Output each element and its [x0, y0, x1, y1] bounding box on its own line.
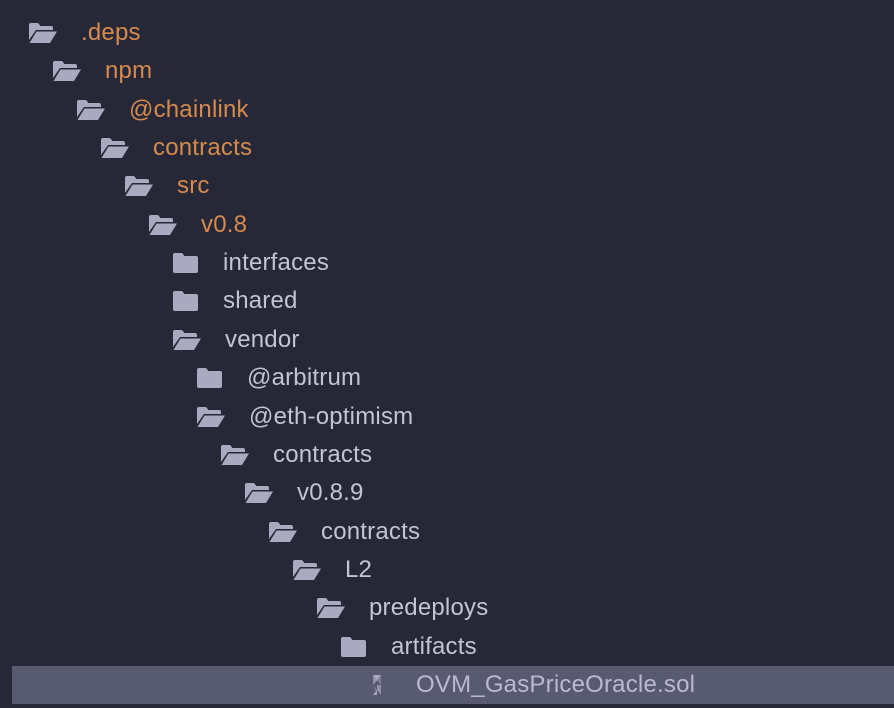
tree-item-label: L2: [345, 555, 373, 583]
tree-folder-item[interactable]: contracts: [0, 129, 894, 167]
tree-folder-item[interactable]: predeploys: [0, 589, 894, 627]
folder-open-icon: [148, 214, 178, 236]
tree-item-label: src: [177, 172, 210, 200]
tree-file-item[interactable]: OVM_GasPriceOracle.sol: [12, 665, 894, 704]
folder-open-icon: [316, 597, 346, 619]
tree-item-label: OVM_GasPriceOracle.sol: [416, 670, 696, 698]
tree-folder-item[interactable]: artifacts: [0, 628, 894, 666]
folder-open-icon: [124, 175, 154, 197]
tree-folder-item[interactable]: v0.8.9: [0, 474, 894, 512]
folder-open-icon: [28, 22, 58, 44]
tree-folder-item[interactable]: contracts: [0, 513, 894, 551]
tree-folder-item[interactable]: npm: [0, 52, 894, 90]
folder-icon: [196, 367, 226, 389]
folder-open-icon: [268, 521, 298, 543]
folder-icon: [340, 636, 370, 658]
tree-folder-item[interactable]: @chainlink: [0, 91, 894, 129]
folder-icon: [172, 290, 202, 312]
folder-open-icon: [220, 444, 250, 466]
tree-item-label: shared: [223, 287, 298, 315]
tree-item-label: artifacts: [391, 632, 477, 660]
folder-icon: [172, 252, 202, 274]
tree-folder-item[interactable]: contracts: [0, 436, 894, 474]
tree-folder-item[interactable]: @arbitrum: [0, 359, 894, 397]
folder-open-icon: [100, 137, 130, 159]
tree-item-label: contracts: [153, 134, 253, 162]
folder-open-icon: [244, 482, 274, 504]
tree-folder-item[interactable]: v0.8: [0, 206, 894, 244]
tree-item-label: contracts: [321, 517, 421, 545]
tree-item-label: v0.8.9: [297, 479, 364, 507]
tree-folder-item[interactable]: interfaces: [0, 244, 894, 282]
tree-folder-item[interactable]: @eth-optimism: [0, 398, 894, 436]
tree-item-label: @arbitrum: [247, 364, 362, 392]
tree-item-label: @eth-optimism: [249, 402, 414, 430]
tree-item-label: vendor: [225, 325, 300, 353]
tree-folder-item[interactable]: src: [0, 167, 894, 205]
tree-folder-item[interactable]: .deps: [0, 14, 894, 52]
tree-item-label: contracts: [273, 440, 373, 468]
tree-folder-item[interactable]: shared: [0, 282, 894, 320]
folder-open-icon: [172, 329, 202, 351]
folder-open-icon: [76, 99, 106, 121]
tree-item-label: interfaces: [223, 249, 330, 277]
folder-open-icon: [196, 406, 226, 428]
solidity-file-icon: [364, 674, 394, 696]
tree-item-label: .deps: [81, 19, 141, 46]
tree-item-label: npm: [105, 57, 153, 85]
folder-open-icon: [52, 60, 82, 82]
tree-item-label: predeploys: [369, 594, 489, 622]
tree-item-label: @chainlink: [129, 95, 249, 123]
tree-folder-item[interactable]: L2: [0, 551, 894, 589]
tree-item-label: v0.8: [201, 210, 248, 238]
folder-open-icon: [292, 559, 322, 581]
tree-folder-item[interactable]: vendor: [0, 321, 894, 359]
